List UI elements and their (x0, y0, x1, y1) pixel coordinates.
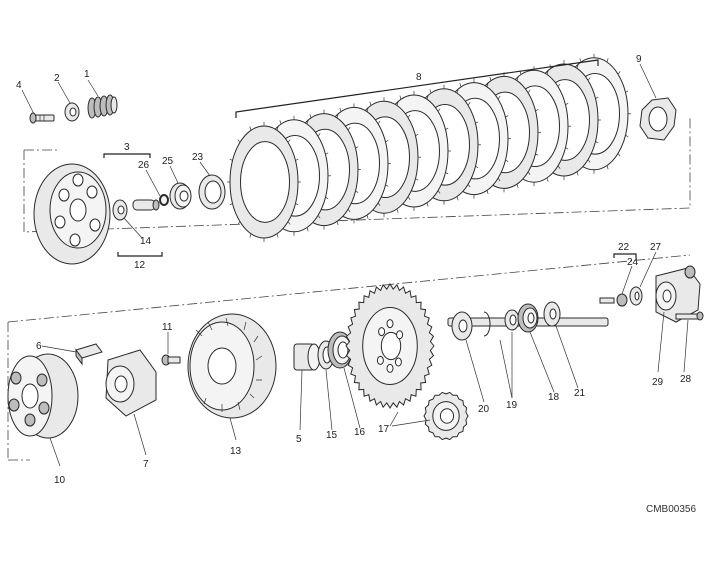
callout-14: 14 (140, 236, 152, 247)
callout-9: 9 (636, 54, 642, 65)
leader-lines (21, 63, 689, 467)
callout-18: 18 (548, 392, 560, 403)
callout-12: 12 (134, 260, 146, 271)
callout-17: 17 (378, 424, 390, 435)
part-6-damper (75, 343, 103, 366)
callout-5: 5 (296, 434, 302, 445)
part-27-bearing (629, 286, 643, 306)
callout-13: 13 (230, 446, 242, 457)
part-28-bolt (675, 311, 704, 321)
callout-1: 1 (84, 69, 90, 80)
part-9-retaining-plate (639, 97, 677, 141)
part-14-washer (112, 199, 128, 221)
part-o-ring (159, 194, 169, 206)
part-17-pinion-gear (423, 391, 469, 441)
callout-26: 26 (138, 160, 150, 171)
callout-16: 16 (354, 427, 366, 438)
pressure-plate (33, 163, 111, 265)
part-29-slave-cylinder (655, 265, 701, 323)
assembly-axis-lines (7, 118, 691, 461)
callout-3: 3 (124, 142, 130, 153)
drawing-code: CMB00356 (646, 504, 696, 515)
callout-25: 25 (162, 156, 174, 167)
part-5-bush (293, 343, 321, 371)
callout-15: 15 (326, 430, 338, 441)
callout-7: 7 (143, 459, 149, 470)
callout-10: 10 (54, 475, 66, 486)
callout-21: 21 (574, 388, 586, 399)
part-4-bolt (29, 112, 55, 124)
callout-19: 19 (506, 400, 518, 411)
part-11-screw (161, 354, 181, 366)
callout-labels: 1 2 3 4 5 6 7 8 9 10 11 12 13 14 15 16 1… (16, 54, 692, 486)
callout-29: 29 (652, 377, 664, 388)
part-26-pushrod-end (132, 199, 160, 211)
callout-20: 20 (478, 404, 490, 415)
part-1-spring (87, 94, 118, 119)
part-21-washer (543, 301, 561, 327)
part-2-cup-washer (64, 102, 80, 122)
part-23-ring (198, 174, 226, 210)
part-13-clutch-drum (187, 313, 277, 419)
part-18-bearing (517, 303, 539, 333)
callout-6: 6 (36, 341, 42, 352)
callout-23: 23 (192, 152, 204, 163)
part-17-primary-gear (345, 283, 435, 409)
callout-27: 27 (650, 242, 662, 253)
group-brackets (103, 59, 637, 258)
callout-22: 22 (618, 242, 630, 253)
part-16-bearing (327, 331, 353, 369)
callout-28: 28 (680, 374, 692, 385)
part-8-clutch-disc-pack (227, 53, 631, 242)
part-19-clips (483, 309, 520, 337)
callout-8: 8 (416, 72, 422, 83)
callout-4: 4 (16, 80, 22, 91)
part-20-bearing (451, 311, 473, 341)
callout-11: 11 (162, 322, 173, 333)
part-25-bearing (169, 182, 192, 210)
callout-2: 2 (54, 73, 60, 84)
part-7-carrier (105, 349, 157, 417)
part-24-rod-end (599, 293, 628, 307)
part-10-clutch-hub (7, 353, 79, 439)
callout-24: 24 (627, 257, 639, 268)
